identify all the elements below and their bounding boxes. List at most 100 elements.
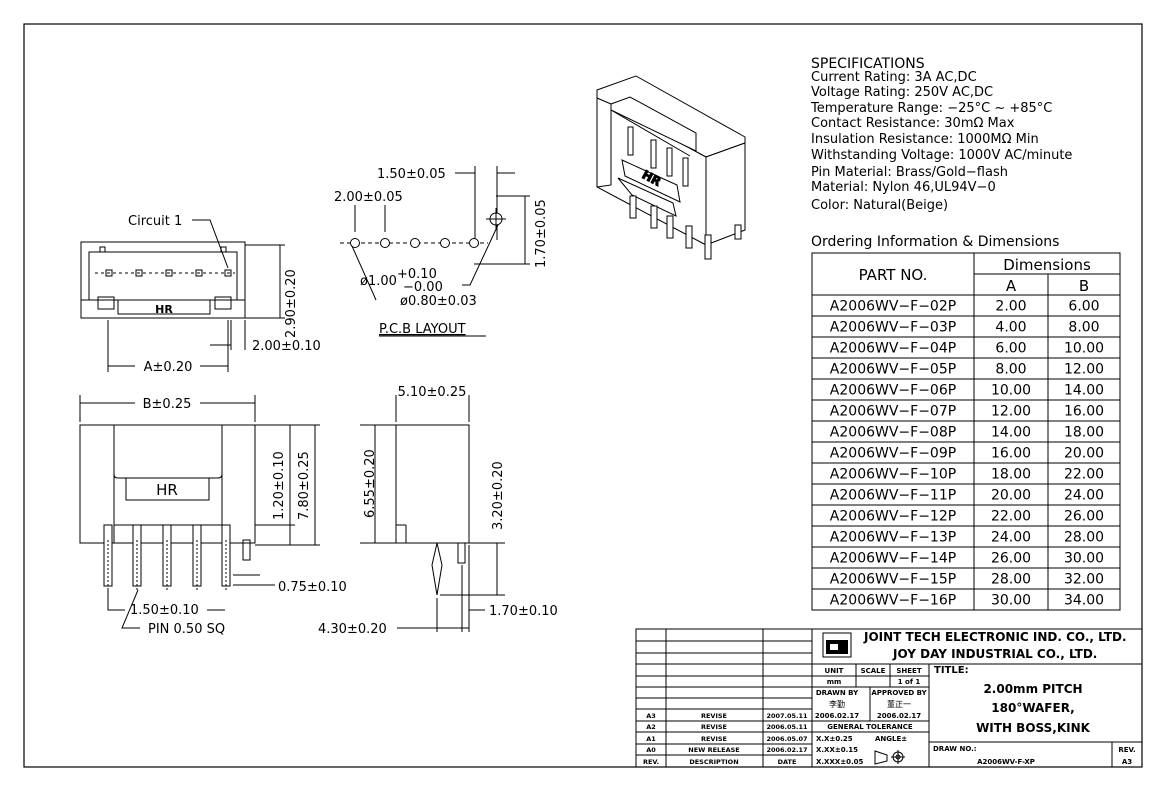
dim-a-cell: 28.00 — [991, 572, 1031, 588]
part-number-cell: A2006WV−F−12P — [830, 509, 956, 525]
date-col-header: DATE — [778, 758, 797, 766]
sheet-border — [23, 23, 1143, 768]
dim-b-cell: 30.00 — [1064, 551, 1104, 567]
dim-2-00-tenth: 2.00±0.10 — [252, 339, 321, 354]
connector-3d-view: HR — [596, 75, 746, 260]
drawn-by-name: 李勤 — [829, 699, 845, 709]
pin-note: PIN 0.50 SQ — [148, 622, 225, 637]
company-logo-icon — [826, 640, 848, 654]
pcb-hole-tol-minus: −0.00 — [403, 280, 443, 295]
dim-4-30: 4.30±0.20 — [318, 622, 387, 637]
dim-3-20: 3.20±0.20 — [491, 461, 506, 530]
dim-a-cell: 16.00 — [991, 446, 1031, 462]
spec-line: Temperature Range: −25°C ~ +85°C — [810, 101, 1052, 116]
dim-a-cell: 18.00 — [991, 467, 1031, 483]
date-cell: 2007.05.11 — [766, 712, 808, 720]
spec-line: Contact Resistance: 30mΩ Max — [811, 116, 1015, 131]
date-cell: 2006.02.17 — [766, 746, 807, 754]
unit-value: mm — [827, 678, 842, 686]
sheet-label: SHEET — [896, 667, 921, 675]
rev-cell: A2 — [646, 723, 656, 731]
dim-0-75: 0.75±0.10 — [278, 580, 347, 595]
rev-value: A3 — [1122, 758, 1132, 766]
dim-b-cell: 10.00 — [1064, 341, 1104, 357]
spec-line: Voltage Rating: 250V AC,DC — [811, 85, 993, 100]
dim-1-20: 1.20±0.10 — [272, 451, 287, 520]
specifications: SPECIFICATIONS Current Rating: 3A AC,DC … — [810, 56, 1072, 213]
dim-a-cell: 2.00 — [995, 299, 1026, 315]
dim-b-cell: 28.00 — [1064, 530, 1104, 546]
dim-a-cell: 12.00 — [991, 404, 1031, 420]
top-view: HR Circuit 1 2.90±0.20 2.00±0.10 A±0.20 — [80, 214, 321, 375]
part-number-cell: A2006WV−F−07P — [830, 404, 956, 420]
dim-b-cell: 24.00 — [1064, 488, 1104, 504]
dimensions-header: Dimensions — [1003, 256, 1091, 274]
dim-5-10: 5.10±0.25 — [398, 385, 467, 400]
draw-no-value: A2006WV-F-XP — [977, 758, 1035, 766]
company-name-2: JOY DAY INDUSTRIAL CO., LTD. — [892, 647, 1097, 661]
unit-label: UNIT — [825, 667, 844, 675]
dim-a-cell: 26.00 — [991, 551, 1031, 567]
part-number-cell: A2006WV−F−08P — [830, 425, 956, 441]
part-number-cell: A2006WV−F−15P — [830, 572, 956, 588]
dim-a-cell: 30.00 — [991, 593, 1031, 609]
dim-b: B±0.25 — [143, 397, 192, 412]
dim-b-cell: 8.00 — [1068, 320, 1099, 336]
dim-a-cell: 22.00 — [991, 509, 1031, 525]
pcb-offset-170: 1.70±0.05 — [534, 199, 549, 268]
rev-cell: A1 — [646, 735, 656, 743]
dim-a-cell: 24.00 — [991, 530, 1031, 546]
approved-by-name: 董正一 — [887, 699, 911, 709]
dim-a-cell: 14.00 — [991, 425, 1031, 441]
spec-line: Pin Material: Brass/Gold−flash — [811, 165, 1008, 180]
desc-cell: REVISE — [701, 735, 727, 743]
angle-label: ANGLE± — [875, 735, 907, 743]
sheet-value: 1 of 1 — [898, 678, 921, 686]
date-cell: 2006.05.11 — [766, 723, 808, 731]
hr-logo-top: HR — [155, 303, 173, 316]
part-number-cell: A2006WV−F−05P — [830, 362, 956, 378]
dim-b-cell: 14.00 — [1064, 383, 1104, 399]
pcb-layout-title: P.C.B LAYOUT — [379, 322, 466, 337]
scale-label: SCALE — [861, 667, 886, 675]
tolerance-3: X.XXX±0.05 — [816, 758, 864, 766]
company-name-1: JOINT TECH ELECTRONIC IND. CO., LTD. — [863, 630, 1127, 644]
desc-cell: REVISE — [701, 712, 727, 720]
dim-2-90: 2.90±0.20 — [284, 269, 299, 338]
pcb-hole-tol-plus: +0.10 — [397, 267, 437, 282]
part-number-cell: A2006WV−F−06P — [830, 383, 956, 399]
general-tolerance-label: GENERAL TOLERANCE — [827, 723, 913, 731]
dim-b-cell: 34.00 — [1064, 593, 1104, 609]
dim-a-cell: 20.00 — [991, 488, 1031, 504]
drawing-title-3: WITH BOSS,KINK — [976, 721, 1091, 735]
rev-cell: A3 — [646, 712, 656, 720]
dim-1-50-tenth: 1.50±0.10 — [130, 603, 199, 618]
dim-a-cell: 4.00 — [995, 320, 1026, 336]
dim-b-cell: 12.00 — [1064, 362, 1104, 378]
rev-cell: A0 — [646, 746, 656, 754]
dim-b-cell: 18.00 — [1064, 425, 1104, 441]
draw-no-label: DRAW NO.: — [933, 745, 977, 753]
dim-1-70-tenth: 1.70±0.10 — [489, 604, 558, 619]
dim-b-cell: 22.00 — [1064, 467, 1104, 483]
dim-a-cell: 6.00 — [995, 341, 1026, 357]
spec-line: Insulation Resistance: 1000MΩ Min — [811, 132, 1039, 147]
pcb-layout: 1.50±0.05 2.00±0.05 1.70±0.05 ø1.00 +0.1… — [334, 166, 549, 337]
drawn-by-label: DRAWN BY — [816, 689, 859, 697]
dim-b-cell: 20.00 — [1064, 446, 1104, 462]
rev-col-header: REV. — [643, 758, 659, 766]
desc-cell: REVISE — [701, 723, 727, 731]
side-view: 5.10±0.25 6.55±0.20 3.20±0.20 1.70±0.10 … — [318, 385, 558, 637]
projection-symbol-icon — [874, 750, 905, 765]
ordering-table: Ordering Information & Dimensions PART N… — [811, 234, 1121, 611]
drawing-title-2: 180°WAFER, — [991, 701, 1074, 715]
dim-7-80: 7.80±0.25 — [297, 451, 312, 520]
desc-cell: NEW RELEASE — [688, 746, 740, 754]
date-cell: 2006.05.07 — [766, 735, 807, 743]
part-no-header: PART NO. — [859, 266, 928, 284]
approved-by-label: APPROVED BY — [871, 689, 927, 697]
ordering-heading: Ordering Information & Dimensions — [811, 234, 1059, 250]
dim-b-cell: 16.00 — [1064, 404, 1104, 420]
spec-line: Color: Natural(Beige) — [811, 198, 948, 213]
dim-a: A±0.20 — [144, 360, 193, 375]
